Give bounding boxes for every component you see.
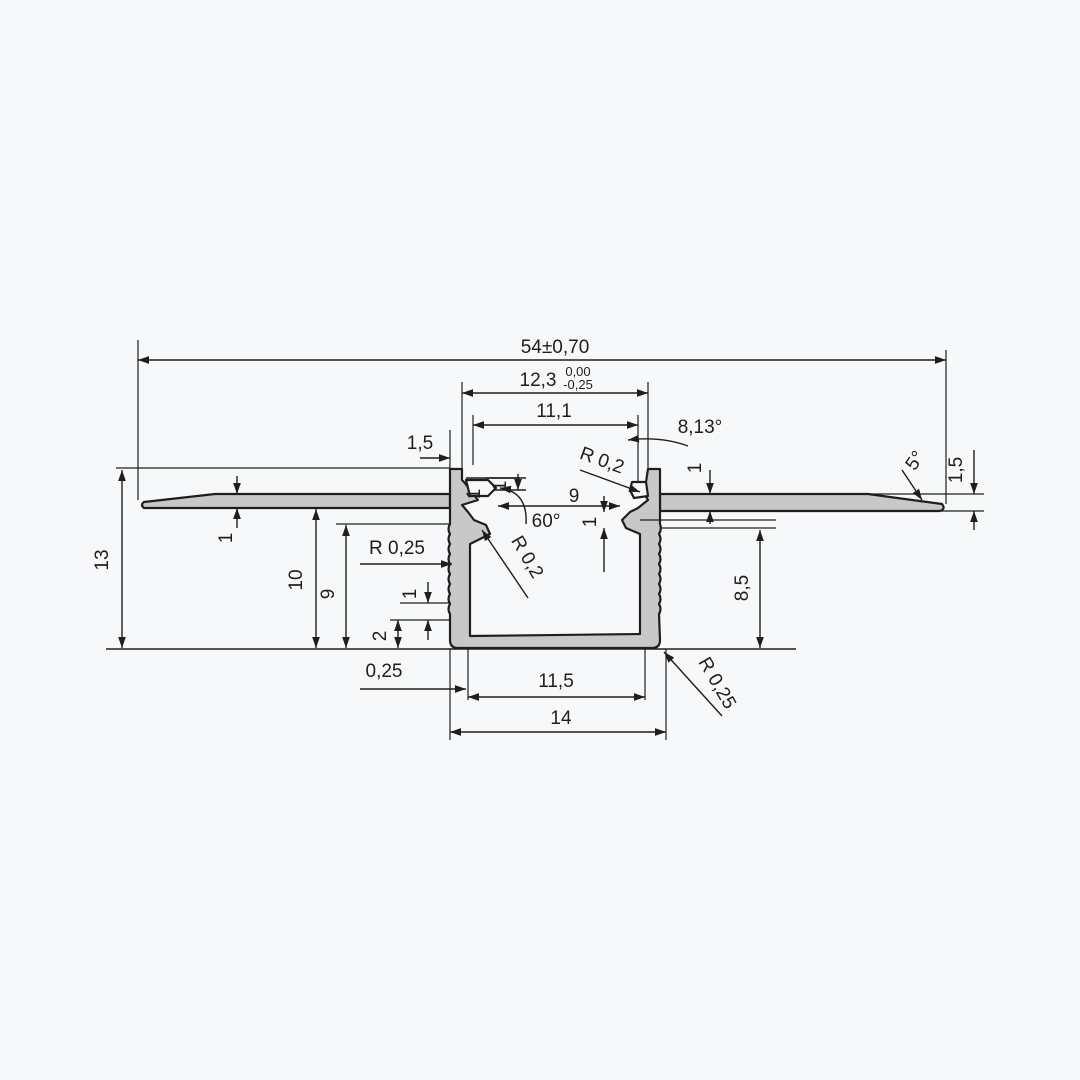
outer-width-label: 14 <box>550 708 572 729</box>
bottom-height-label: 2 <box>370 631 391 642</box>
lip-thickness-label-2: 1 <box>464 489 485 500</box>
right-flange-label: 1 <box>685 463 706 474</box>
left-lip-notch <box>464 478 498 498</box>
inner-offset-label: 0,25 <box>366 661 403 682</box>
lip-span-label: 9 <box>569 486 580 507</box>
right-thickness-label: 1,5 <box>946 457 967 483</box>
flange-thickness-label: 1 <box>216 533 237 544</box>
inner-top-width-label: 11,1 <box>536 401 572 422</box>
inner-bottom-width-label: 11,5 <box>538 671 574 692</box>
lip-thickness-label: 1 <box>490 481 511 492</box>
dimension-labels: 54±0,70 12,3 0,00 -0,25 11,1 8,13° 1,5 R… <box>92 337 967 729</box>
draft-angle-label: 8,13° <box>678 417 723 438</box>
total-height-label: 13 <box>92 549 113 570</box>
wall-thickness-label: 1,5 <box>407 433 433 454</box>
height-9-label: 9 <box>318 589 339 600</box>
dimension-lines <box>118 356 978 736</box>
radius-lip-label: R 0,2 <box>577 443 627 478</box>
left-flange <box>140 492 452 510</box>
opening-width-label: 12,3 <box>520 370 557 391</box>
right-flange <box>658 492 945 513</box>
opening-tol-upper: 0,00 <box>565 364 590 379</box>
overall-width-label: 54±0,70 <box>521 337 590 358</box>
radius-inner-label: R 0,25 <box>369 538 425 559</box>
rib-pitch-label: 1 <box>400 589 421 600</box>
height-10-label: 10 <box>286 569 307 590</box>
right-lip-label: 1 <box>580 517 601 528</box>
radius-corner-label: R 0,25 <box>694 654 740 713</box>
lip-angle-label: 60° <box>532 511 561 532</box>
right-height-label: 8,5 <box>732 575 753 601</box>
taper-angle-label: 5° <box>902 447 930 474</box>
opening-tol-lower: -0,25 <box>563 377 593 392</box>
aluminium-profile <box>140 467 945 650</box>
